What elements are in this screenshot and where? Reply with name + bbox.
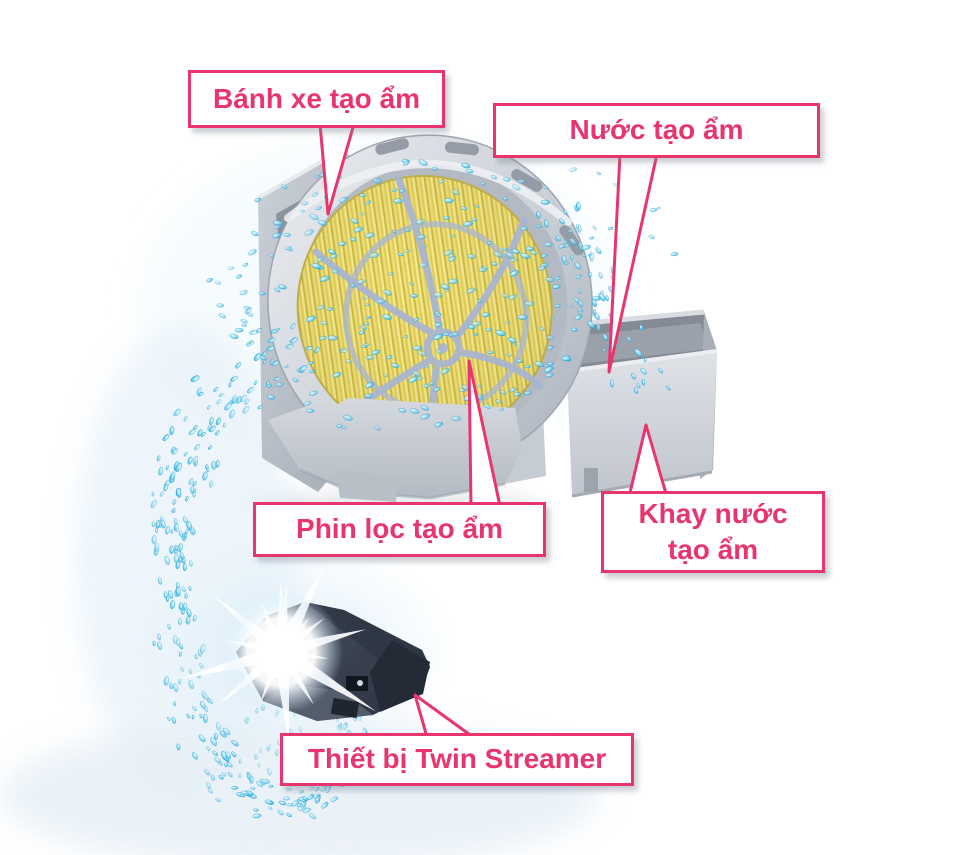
label-phin-loc-tao-am: Phin lọc tạo ẩm xyxy=(253,502,546,557)
label-text: Thiết bị Twin Streamer xyxy=(308,741,606,777)
label-nuoc-tao-am: Nước tạo ẩm xyxy=(493,103,820,158)
label-banh-xe-tao-am: Bánh xe tạo ẩm xyxy=(188,70,445,128)
label-text: Khay nước tạo ẩm xyxy=(618,496,808,569)
label-khay-nuoc-tao-am: Khay nước tạo ẩm xyxy=(601,491,825,573)
label-text: Nước tạo ẩm xyxy=(569,112,743,148)
label-text: Bánh xe tạo ẩm xyxy=(213,81,420,117)
callout-tail-thiet-bi xyxy=(415,695,473,737)
label-thiet-bi-twin-streamer: Thiết bị Twin Streamer xyxy=(280,733,634,786)
label-text: Phin lọc tạo ẩm xyxy=(296,511,503,547)
